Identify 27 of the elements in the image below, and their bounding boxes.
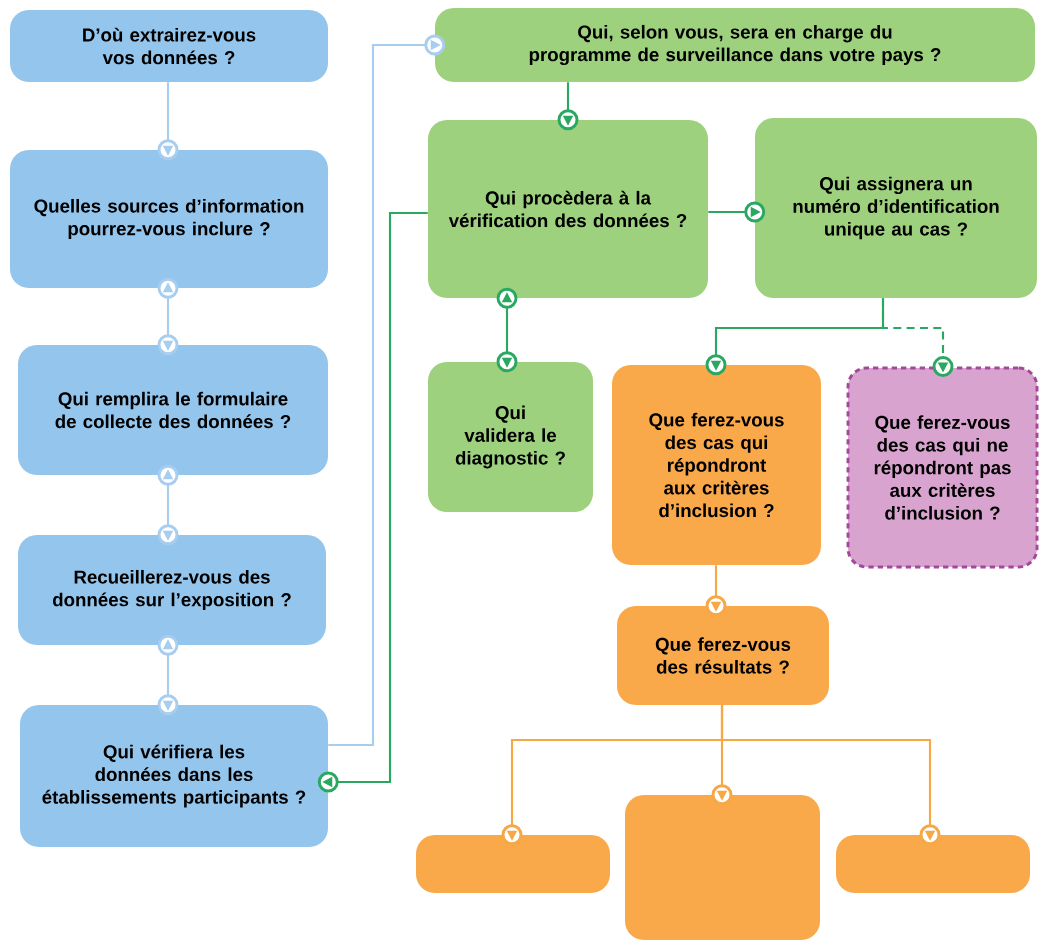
empty-box [416, 835, 610, 893]
connector-arrow [881, 298, 954, 377]
connector-arrow [317, 211, 428, 793]
empty-box [836, 835, 1030, 893]
process-box: Qui assignera un numéro d’identification unique au cas ? [755, 118, 1037, 298]
empty-box [625, 795, 820, 940]
process-box: Qui, selon vous, sera en charge du programme de surveillance dans votre pays ? [435, 8, 1035, 82]
process-box: Quelles sources d’information pourrez-vous inclure ? [10, 150, 328, 288]
process-box: Que ferez-vous des résultats ? [617, 606, 829, 705]
process-box: Que ferez-vous des cas qui répondront aux critères d’inclusion ? [612, 365, 821, 565]
process-box: Qui validera le diagnostic ? [428, 362, 593, 512]
connector-arrow [708, 201, 766, 223]
process-box: Qui remplira le formulaire de collecte des données ? [18, 345, 328, 475]
connector-arrow [157, 634, 179, 716]
connector-arrow [157, 464, 179, 546]
process-box: Qui vérifiera les données dans les établissements participants ? [20, 705, 328, 847]
process-box: Qui procèdera à la vérification des données ? [428, 120, 708, 298]
process-box: D’où extrairez-vous vos données ? [10, 10, 328, 82]
connector-arrow [496, 287, 518, 373]
process-box: Recueillerez-vous des données sur l’exposition ? [18, 535, 326, 645]
connector-arrow [720, 705, 941, 846]
connector-arrow [157, 277, 179, 356]
connector-arrow [705, 565, 727, 617]
process-box: Que ferez-vous des cas qui ne répondront pas aux critères d’inclusion ? [846, 366, 1039, 569]
connector-arrow [557, 82, 579, 131]
connector-arrow [328, 34, 446, 747]
connector-arrow [157, 82, 179, 161]
